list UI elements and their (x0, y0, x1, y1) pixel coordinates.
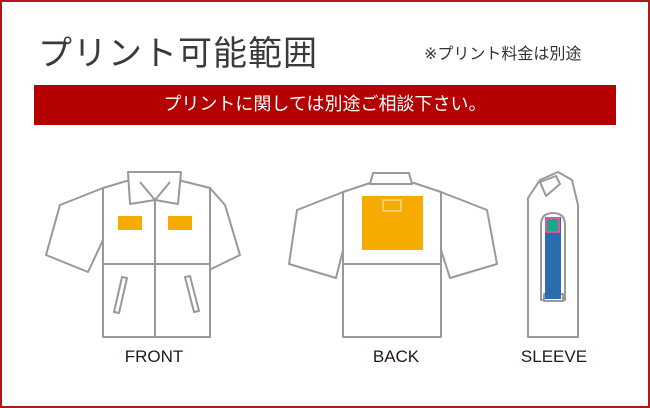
back-print-area (362, 196, 423, 250)
price-note: ※プリント料金は別途 (424, 44, 582, 63)
consult-banner: プリントに関しては別途ご相談下さい。 (34, 85, 616, 125)
back-label: BACK (372, 347, 420, 366)
chest-print-area-left (118, 216, 142, 230)
front-jacket (45, 171, 241, 338)
sleeve-print-area (545, 217, 561, 299)
front-label: FRONT (124, 347, 184, 366)
sleeve-mark-area (545, 217, 560, 233)
back-jacket (288, 172, 498, 338)
page-title: プリント可能範囲 (38, 34, 318, 74)
chest-print-area-right (168, 216, 192, 230)
sleeve-view (527, 171, 579, 338)
sleeve-label: SLEEVE (520, 347, 588, 366)
